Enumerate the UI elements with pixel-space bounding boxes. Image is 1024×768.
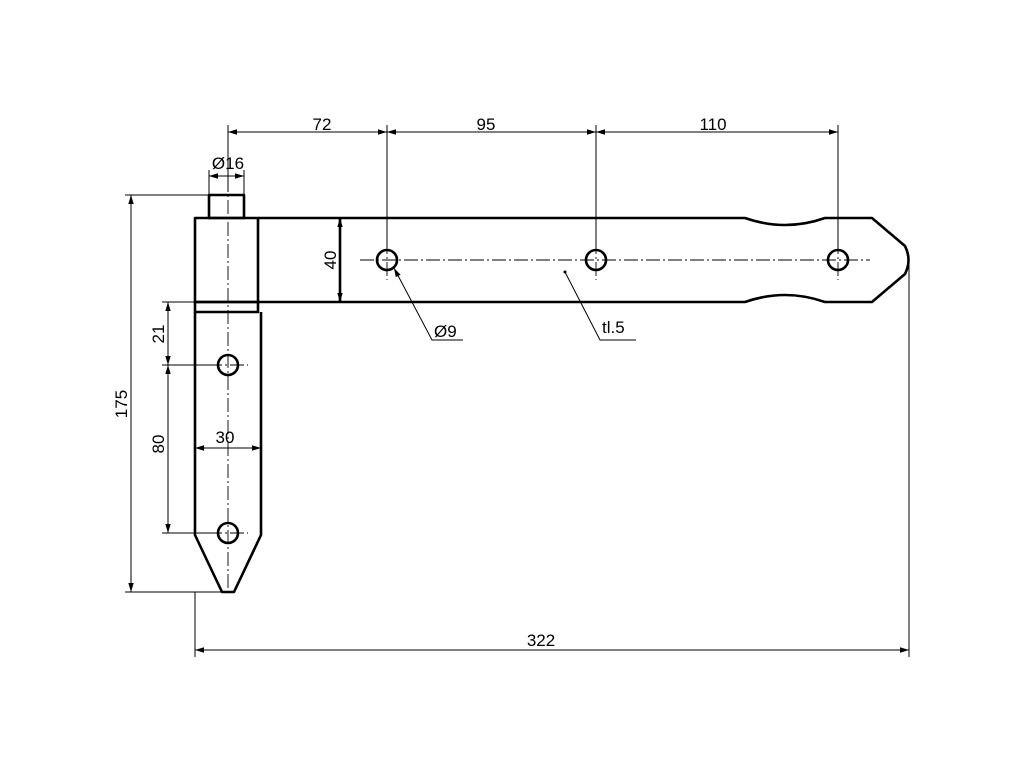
label-95: 95 xyxy=(477,115,496,134)
dimension-lines xyxy=(125,125,910,657)
label-hole-diameter: Ø9 xyxy=(434,322,457,341)
label-thickness: tl.5 xyxy=(602,318,625,337)
label-21: 21 xyxy=(149,325,168,344)
label-72: 72 xyxy=(313,115,332,134)
hinge-pin xyxy=(207,193,246,220)
hinge-knuckle-band xyxy=(193,300,260,314)
label-322: 322 xyxy=(527,631,555,650)
center-lines xyxy=(208,178,870,592)
label-175: 175 xyxy=(112,390,131,418)
leader-thickness xyxy=(564,271,636,341)
label-80: 80 xyxy=(149,435,168,454)
mounting-holes xyxy=(216,248,850,545)
dimension-labels: 72 95 110 Ø16 40 Ø9 tl.5 21 80 30 175 32… xyxy=(112,115,727,650)
label-110: 110 xyxy=(699,115,726,134)
leader-hole-diameter xyxy=(393,267,463,341)
label-30: 30 xyxy=(216,428,235,447)
label-pin-diameter: Ø16 xyxy=(212,154,244,173)
hinge-part xyxy=(193,193,910,594)
label-40: 40 xyxy=(321,251,340,270)
hinge-knuckle xyxy=(193,216,260,304)
